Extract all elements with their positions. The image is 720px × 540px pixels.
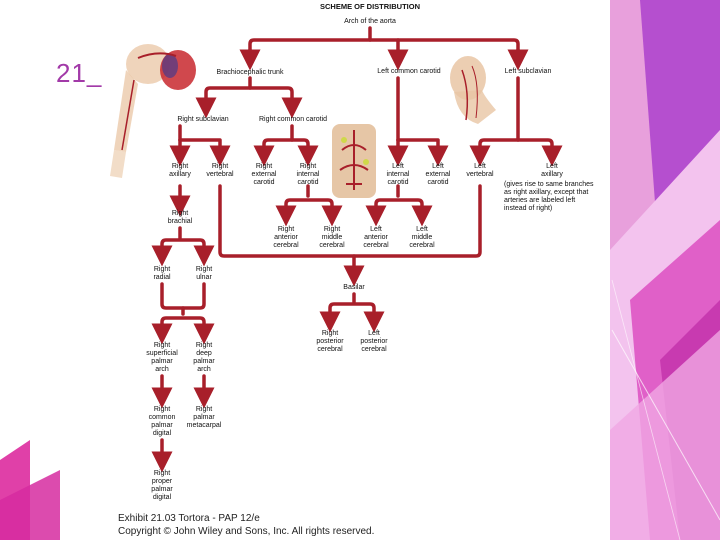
label-right-anterior-cerebral: Right anterior cerebral [273, 226, 299, 249]
label-right-ulnar: Right ulnar [195, 266, 213, 281]
label-right-axillary: Right axillary [169, 163, 191, 178]
upper-body-illustration [110, 44, 196, 178]
label-left-subclavian: Left subclavian [504, 68, 552, 75]
caption-exhibit: Exhibit 21.03 Tortora - PAP 12/e [118, 513, 260, 524]
label-right-common-carotid: Right common carotid [258, 116, 328, 123]
label-left-external-carotid: Left external carotid [425, 163, 451, 186]
label-left-anterior-cerebral: Left anterior cerebral [363, 226, 389, 249]
label-brachiocephalic-trunk: Brachiocephalic trunk [216, 69, 284, 76]
label-left-axillary-note: (gives rise to same branches as right ax… [504, 181, 594, 212]
label-left-vertebral: Left vertebral [466, 163, 494, 178]
arterial-distribution-diagram: SCHEME OF DISTRIBUTION Arch of the aorta… [108, 0, 608, 540]
slide-number: 21_ [56, 58, 103, 88]
label-right-superficial-palmar-arch: Right superficial palmar arch [146, 342, 178, 373]
label-right-internal-carotid: Right internal carotid [296, 163, 320, 186]
label-arch-of-aorta: Arch of the aorta [344, 18, 396, 25]
label-right-posterior-cerebral: Right posterior cerebral [316, 330, 344, 353]
label-right-brachial: Right brachial [167, 210, 193, 225]
artery-connector-lines [110, 26, 563, 473]
label-right-radial: Right radial [153, 266, 171, 281]
label-basilar: Basilar [343, 284, 365, 291]
head-neck-illustration [450, 56, 496, 124]
label-right-palmar-metacarpal: Right palmar metacarpal [186, 406, 222, 429]
label-left-middle-cerebral: Left middle cerebral [409, 226, 435, 249]
label-right-common-palmar-digital: Right common palmar digital [148, 406, 176, 437]
brain-arteries-illustration [332, 124, 376, 198]
label-left-common-carotid: Left common carotid [377, 68, 441, 75]
label-left-axillary: Left axillary [541, 163, 563, 178]
label-right-proper-palmar-digital: Right proper palmar digital [151, 470, 173, 501]
label-right-subclavian: Right subclavian [177, 116, 229, 123]
label-right-middle-cerebral: Right middle cerebral [319, 226, 345, 249]
label-left-internal-carotid: Left internal carotid [386, 163, 410, 186]
caption-copyright: Copyright © John Wiley and Sons, Inc. Al… [118, 526, 375, 537]
label-right-deep-palmar-arch: Right deep palmar arch [193, 342, 215, 373]
label-right-vertebral: Right vertebral [206, 163, 234, 178]
diagram-title: SCHEME OF DISTRIBUTION [319, 2, 420, 11]
label-right-external-carotid: Right external carotid [251, 163, 277, 186]
label-left-posterior-cerebral: Left posterior cerebral [360, 330, 388, 353]
